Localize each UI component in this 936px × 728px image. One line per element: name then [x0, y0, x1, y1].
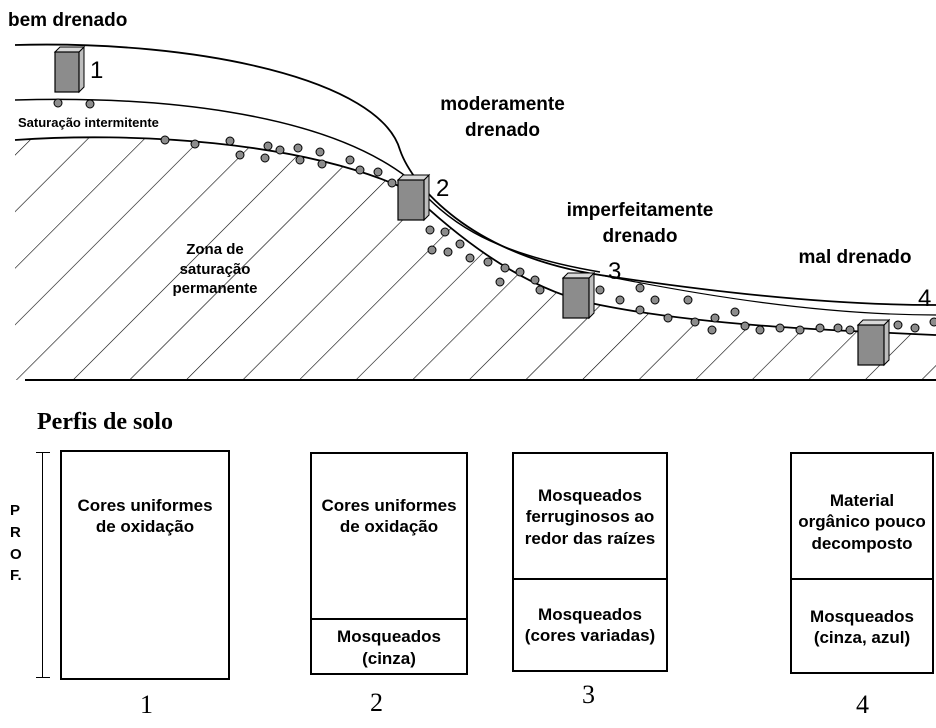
label-zona-saturacao: Zona de saturação permanente [172, 241, 258, 297]
marker-number-1: 1 [90, 57, 104, 84]
profile-1: Cores uniformes de oxidação [60, 450, 230, 680]
profile-4: Material orgânico pouco decomposto Mosqu… [790, 452, 934, 674]
mottle-dot [355, 165, 365, 175]
mottle-dot [595, 285, 605, 295]
mottle-dot [53, 98, 63, 108]
mottle-dot [225, 136, 235, 146]
mottle-dot [650, 295, 660, 305]
profile-number-1: 1 [140, 690, 153, 719]
mottle-dot [707, 325, 717, 335]
ground-surface-line [14, 43, 936, 306]
mottle-dot [755, 325, 765, 335]
profile-2-horizon-bottom: Mosqueados (cinza) [337, 627, 441, 668]
marker-number-3: 3 [608, 258, 622, 285]
mottle-dot [740, 321, 750, 331]
depth-axis-top-tick [36, 452, 50, 453]
intermittent-saturation-line [14, 98, 601, 273]
mottle-dot [710, 313, 720, 323]
mottle-dot [530, 275, 540, 285]
depth-axis [42, 452, 43, 677]
mottle-dot [443, 247, 453, 257]
mottle-dot [515, 267, 525, 277]
mottle-dot [535, 285, 545, 295]
profile-number-2: 2 [370, 688, 383, 717]
mottle-dot [495, 277, 505, 287]
mottle-dot [910, 323, 920, 333]
mottle-dot [465, 253, 475, 263]
water-table-line [14, 136, 936, 336]
mottle-dot [845, 325, 855, 335]
profile-4-horizon-bottom: Mosqueados (cinza, azul) [810, 606, 914, 647]
profile-number-4: 4 [856, 690, 869, 719]
profile-number-3: 3 [582, 680, 595, 709]
profile-2: Cores uniformes de oxidação Mosqueados (… [310, 452, 468, 675]
mottle-dot [833, 323, 843, 333]
mottle-dot [615, 295, 625, 305]
mottle-dot [440, 227, 450, 237]
profile-markers [53, 45, 891, 367]
mottle-dots [53, 98, 936, 335]
profile-marker-4 [856, 318, 891, 367]
mottle-dot [635, 283, 645, 293]
profile-marker-2 [396, 173, 431, 222]
profile-marker-1 [53, 45, 86, 94]
profile-4-horizon-top: Material orgânico pouco decomposto [798, 491, 926, 553]
mottle-dot [293, 143, 303, 153]
mottle-dot [387, 178, 397, 188]
mottle-dot [295, 155, 305, 165]
mottle-dot [690, 317, 700, 327]
profile-3-divider [514, 578, 666, 580]
mottle-dot [455, 239, 465, 249]
label-saturacao-intermitente: Saturação intermitente [18, 115, 159, 130]
label-mal-drenado: mal drenado [798, 247, 912, 268]
marker-number-4: 4 [918, 285, 932, 312]
mottle-dot [317, 159, 327, 169]
mottle-dot [500, 263, 510, 273]
profiles-title: Perfis de solo [37, 409, 173, 435]
mottle-dot [315, 147, 325, 157]
mottle-dot [160, 135, 170, 145]
profile-3-horizon-bottom: Mosqueados (cores variadas) [524, 604, 656, 645]
profile-3-horizon-top: Mosqueados ferruginosos ao redor das raí… [524, 486, 656, 548]
profile-3: Mosqueados ferruginosos ao redor das raí… [512, 452, 668, 672]
mottle-dot [815, 323, 825, 333]
mottle-dot [795, 325, 805, 335]
profile-marker-3 [561, 271, 596, 320]
profile-4-divider [792, 578, 932, 580]
mottle-dot [425, 225, 435, 235]
mottle-dot [663, 313, 673, 323]
mottle-dot [345, 155, 355, 165]
mottle-dot [427, 245, 437, 255]
profile-2-horizon-top: Cores uniformes de oxidação [321, 495, 457, 536]
mottle-dot [235, 150, 245, 160]
mottle-dot [775, 323, 785, 333]
label-imperfeitamente-drenado: imperfeitamente drenado [566, 200, 714, 247]
label-bem-drenado: bem drenado [8, 10, 128, 31]
mottle-dot [373, 167, 383, 177]
mottle-dot [260, 153, 270, 163]
mottle-dot [929, 317, 936, 327]
profile-1-horizon-top: Cores uniformes de oxidação [77, 495, 213, 536]
mottle-dot [85, 99, 95, 109]
mottle-dot [483, 257, 493, 267]
mottle-dot [730, 307, 740, 317]
mottle-dot [683, 295, 693, 305]
mottle-dot [190, 139, 200, 149]
band-lower-line [599, 274, 936, 316]
mottle-dot [635, 305, 645, 315]
mottle-dot [275, 145, 285, 155]
depth-axis-bottom-tick [36, 677, 50, 678]
mottle-dot [263, 141, 273, 151]
label-moderadamente-drenado: moderamente drenado [440, 94, 565, 141]
marker-number-2: 2 [436, 175, 450, 202]
profile-2-divider [312, 618, 466, 620]
depth-axis-label: P R O F. [10, 502, 22, 585]
mottle-dot [893, 320, 903, 330]
